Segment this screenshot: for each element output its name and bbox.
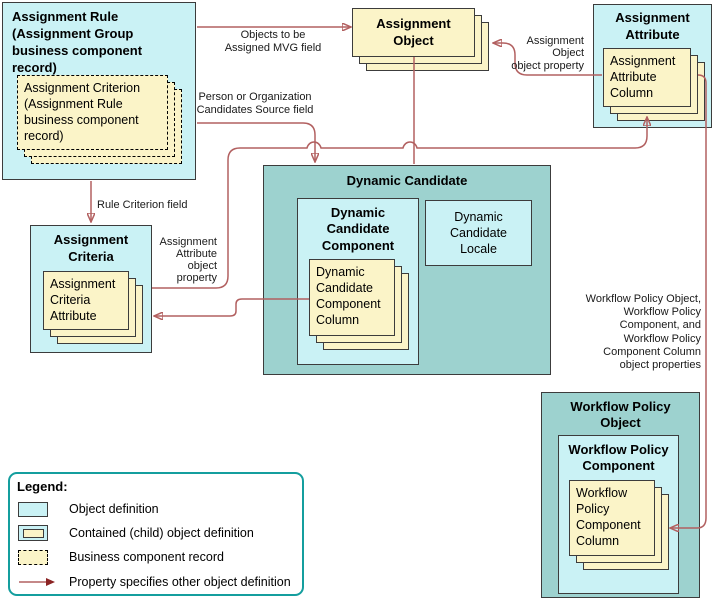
edge-label-rule-criterion: Rule Criterion field — [97, 199, 188, 211]
legend-item-business-record: Business component record — [18, 547, 224, 567]
assignment-rule-title: Assignment Rule (Assignment Group busine… — [12, 9, 143, 75]
workflow-policy-object-title: Workflow Policy Object — [570, 399, 671, 431]
legend-item-contained-object: Contained (child) object definition — [18, 523, 254, 543]
legend-item-property-arrow: Property specifies other object definiti… — [18, 572, 291, 592]
legend-item-object-definition: Object definition — [18, 499, 159, 519]
assignment-criteria-title: Assignment Criteria — [53, 232, 129, 264]
workflow-policy-object-box: Workflow Policy Object Workflow Policy C… — [541, 392, 700, 598]
dynamic-candidate-box: Dynamic Candidate Dynamic Candidate Comp… — [263, 165, 551, 375]
assignment-object-label: Assignment Object — [352, 8, 475, 57]
assignment-criteria-attribute-label: Assignment Criteria Attribute — [43, 271, 129, 330]
assignment-attribute-column-label: Assignment Attribute Column — [603, 48, 691, 107]
edge-label-workflow-props: Workflow Policy Object, Workflow Policy … — [585, 293, 701, 371]
object-definition-swatch — [18, 501, 48, 517]
workflow-policy-component-title: Workflow Policy Component — [568, 442, 669, 474]
edge-label-assignment-attribute-prop: Assignment Attribute object property — [159, 236, 217, 285]
dynamic-candidate-component-column-stack: Dynamic Candidate Component Column — [309, 259, 409, 350]
dynamic-candidate-component-box: Dynamic Candidate Component Dynamic Cand… — [297, 198, 419, 365]
assignment-object-stack: Assignment Object — [352, 8, 489, 71]
dynamic-candidate-locale-box: Dynamic Candidate Locale — [425, 200, 532, 266]
legend-item-label: Contained (child) object definition — [69, 526, 254, 540]
assignment-criteria-attribute-stack: Assignment Criteria Attribute — [43, 271, 143, 344]
contained-object-swatch — [18, 525, 48, 541]
edge-label-objects-mvg: Objects to be Assigned MVG field — [224, 29, 322, 54]
legend-box: Legend: Object definition Contained (chi… — [8, 472, 304, 596]
legend-title: Legend: — [17, 479, 68, 494]
assignment-criterion-record-label: Assignment Criterion (Assignment Rule bu… — [17, 75, 168, 150]
dynamic-candidate-locale-label: Dynamic Candidate Locale — [450, 209, 507, 257]
assignment-rule-box: Assignment Rule (Assignment Group busine… — [2, 2, 196, 180]
property-arrow-swatch-icon — [19, 578, 55, 586]
assignment-attribute-column-stack: Assignment Attribute Column — [603, 48, 705, 121]
contained-object-swatch-inner — [22, 528, 44, 538]
dynamic-candidate-component-title: Dynamic Candidate Component — [321, 205, 395, 253]
legend-item-label: Business component record — [69, 550, 224, 564]
workflow-policy-component-column-label: Workflow Policy Component Column — [569, 480, 655, 556]
dynamic-candidate-component-column-label: Dynamic Candidate Component Column — [309, 259, 395, 336]
assignment-attribute-box: Assignment Attribute Assignment Attribut… — [593, 4, 712, 128]
workflow-policy-component-box: Workflow Policy Component Workflow Polic… — [558, 435, 679, 594]
edge-label-person-org: Person or Organization Candidates Source… — [196, 91, 314, 116]
assignment-criterion-record-stack: Assignment Criterion (Assignment Rule bu… — [17, 75, 182, 164]
assignment-attribute-title: Assignment Attribute — [615, 10, 690, 42]
edge-person-or-organization-candidates — [197, 122, 315, 162]
edge-label-assignment-object-prop: Assignment Object object property — [511, 35, 584, 72]
business-record-swatch — [18, 549, 48, 565]
workflow-policy-component-column-stack: Workflow Policy Component Column — [569, 480, 669, 570]
assignment-criteria-box: Assignment Criteria Assignment Criteria … — [30, 225, 152, 353]
legend-item-label: Object definition — [69, 502, 159, 516]
legend-item-label: Property specifies other object definiti… — [69, 575, 291, 589]
dynamic-candidate-title: Dynamic Candidate — [346, 173, 468, 188]
